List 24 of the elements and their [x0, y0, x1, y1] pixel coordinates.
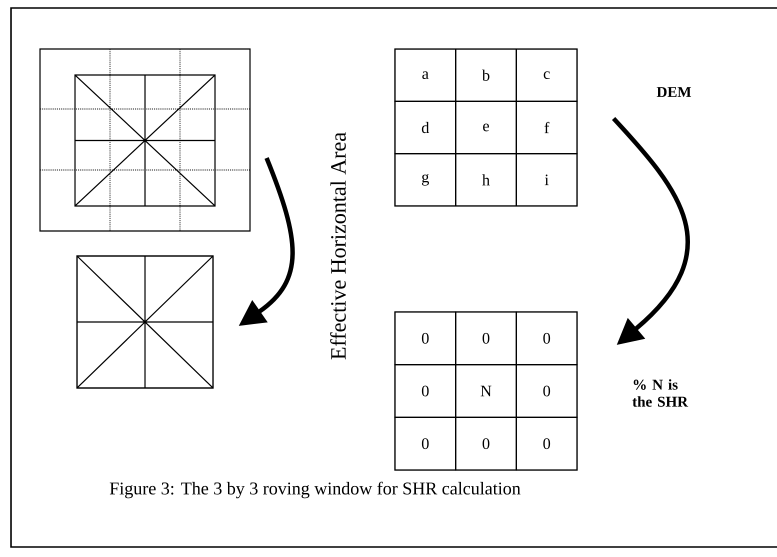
- grid-cell: d: [394, 100, 456, 154]
- grid-cell: a: [394, 48, 456, 102]
- grid-cell: i: [516, 153, 578, 207]
- window-drawing: [76, 255, 214, 389]
- grid-cell: N: [455, 364, 517, 418]
- grid-cell: e: [455, 100, 517, 154]
- grid-cell: f: [516, 100, 578, 154]
- grid-cell: 0: [516, 364, 578, 418]
- grid-cell: h: [455, 153, 517, 207]
- window-overlay-drawing: [39, 48, 251, 232]
- grid-cell: g: [394, 153, 456, 207]
- note-text: % N is the SHR: [632, 379, 688, 407]
- figure-caption: Figure 3: The 3 by 3 roving window for SHR calculation: [110, 482, 520, 498]
- grid-cell: 0: [516, 311, 578, 366]
- grid-cell: b: [455, 48, 517, 102]
- vertical-label: Effective Horizontal Area: [330, 132, 346, 360]
- grid-cell: 0: [516, 416, 578, 471]
- grid-cell: 0: [394, 416, 456, 471]
- grid-cell: c: [516, 48, 578, 102]
- grid-cell: 0: [394, 364, 456, 418]
- grid-cell: 0: [394, 311, 456, 366]
- note-text: DEM: [656, 87, 692, 97]
- grid-cell: 0: [455, 416, 517, 471]
- grid-cell: 0: [455, 311, 517, 366]
